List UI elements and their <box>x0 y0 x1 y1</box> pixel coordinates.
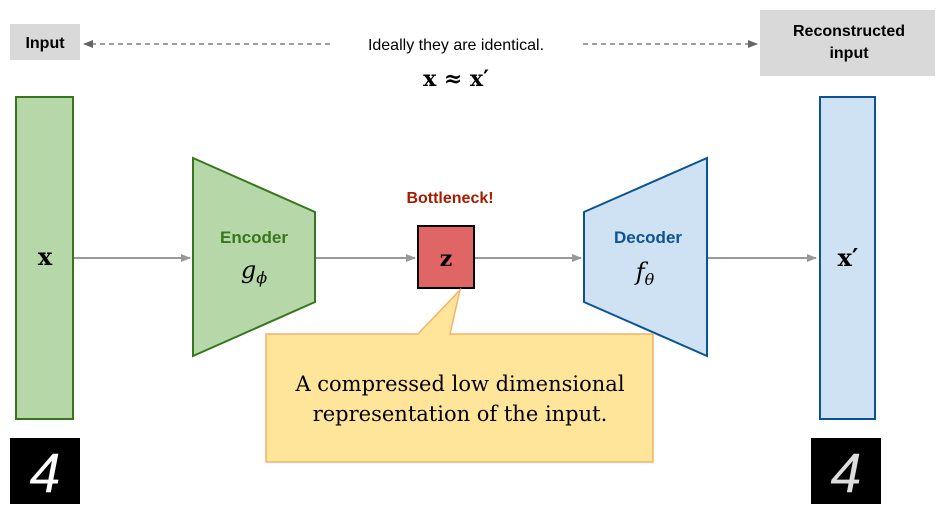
input-vector-symbol: x <box>38 242 53 271</box>
encoder-title: Encoder <box>220 228 288 247</box>
decoder-function-sub: θ <box>645 270 655 289</box>
encoder-function: gϕ <box>241 256 267 287</box>
output-digit: 4 <box>830 441 861 504</box>
encoder-function-sub: ϕ <box>256 268 267 287</box>
identical-caption: Ideally they are identical. <box>368 37 544 54</box>
input-vector <box>15 96 74 420</box>
reconstructed-label-box <box>760 10 935 76</box>
callout-line2: representation of the input. <box>313 402 608 426</box>
bottleneck-z-box <box>417 225 475 289</box>
bottleneck-symbol: z <box>440 246 453 272</box>
input-label-box <box>10 24 80 60</box>
equation: x ≈ x′ <box>423 66 489 92</box>
decoder-block <box>583 156 708 358</box>
bottleneck-title: Bottleneck! <box>406 190 493 207</box>
output-vector <box>819 96 876 420</box>
reconstructed-label-line2: input <box>829 45 869 62</box>
input-digit-image <box>10 438 80 504</box>
callout-line1: A compressed low dimensional <box>294 372 624 396</box>
reconstructed-label-line1: Reconstructed <box>793 23 905 40</box>
decoder-title: Decoder <box>614 228 682 247</box>
encoder-function-base: g <box>241 256 256 284</box>
encoder-block <box>192 156 316 358</box>
callout-box <box>265 287 654 463</box>
output-digit-image <box>811 438 881 504</box>
output-vector-symbol: x′ <box>838 243 859 272</box>
input-label: Input <box>25 35 65 52</box>
input-digit: 4 <box>29 441 60 504</box>
